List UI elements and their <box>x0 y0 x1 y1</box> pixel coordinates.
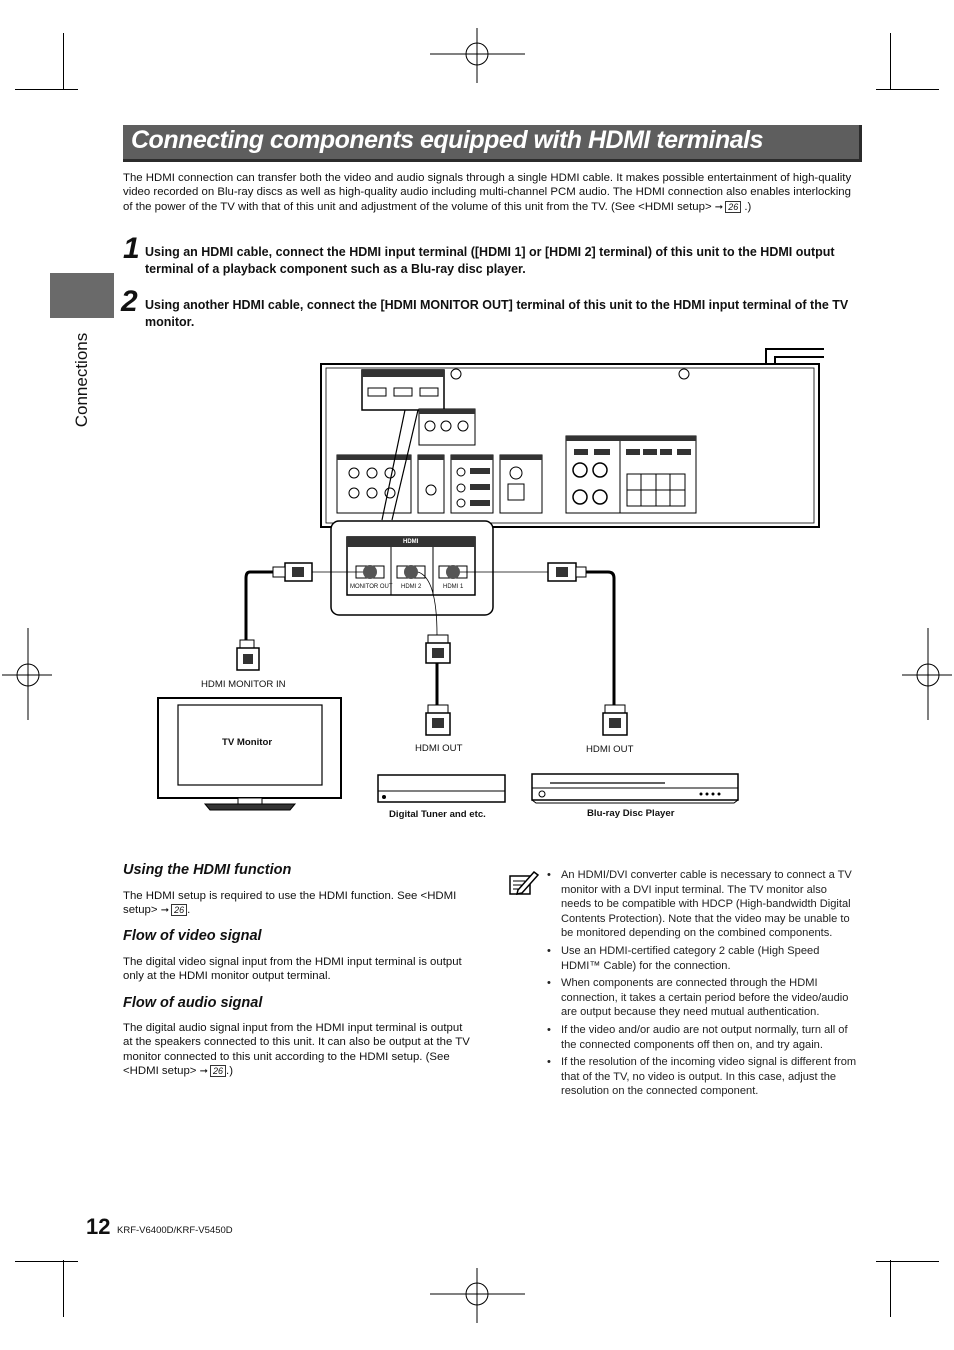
notes-list: An HDMI/DVI converter cable is necessary… <box>545 868 859 1102</box>
note-item: Use an HDMI-certified category 2 cable (… <box>545 944 859 973</box>
note-item: If the video and/or audio are not output… <box>545 1023 859 1052</box>
note-pencil-icon <box>509 870 540 895</box>
registration-mark <box>902 628 952 720</box>
model-number: KRF-V6400D/KRF-V5450D <box>117 1225 233 1236</box>
side-tab-label: Connections <box>72 332 91 428</box>
hdmi-out-label: HDMI OUT <box>586 744 634 755</box>
port-label: HDMI 1 <box>443 584 464 590</box>
hdmi-out-label: HDMI OUT <box>415 743 463 754</box>
step-text: Using another HDMI cable, connect the [H… <box>145 298 849 329</box>
section-heading: Flow of video signal <box>123 928 262 944</box>
arrow-icon: ➞ <box>199 1066 209 1078</box>
registration-mark <box>430 1268 525 1323</box>
step-number: 2 <box>121 285 138 318</box>
bluray-label: Blu-ray Disc Player <box>587 808 675 819</box>
port-label: MONITOR OUT <box>350 584 393 590</box>
registration-mark <box>2 628 52 720</box>
crop-mark <box>63 33 64 90</box>
connection-diagram <box>157 348 824 811</box>
page-ref[interactable]: 26 <box>210 1065 227 1078</box>
intro-paragraph: The HDMI connection can transfer both th… <box>123 172 852 213</box>
page-number: 12 <box>86 1214 111 1239</box>
section-title-bar: Connecting components equipped with HDMI… <box>123 125 862 162</box>
side-tab <box>50 273 114 318</box>
hdmi-panel-title: HDMI <box>403 539 419 545</box>
crop-mark <box>890 1260 891 1317</box>
section-heading: Flow of audio signal <box>123 995 263 1011</box>
hdmi-monitor-in-label: HDMI MONITOR IN <box>201 679 286 690</box>
section-title: Connecting components equipped with HDMI… <box>131 126 763 154</box>
crop-mark <box>890 33 891 90</box>
step-text: Using an HDMI cable, connect the HDMI in… <box>145 245 835 276</box>
note-item: If the resolution of the incoming video … <box>545 1055 859 1099</box>
note-item: An HDMI/DVI converter cable is necessary… <box>545 868 859 941</box>
page-ref[interactable]: 26 <box>171 904 188 917</box>
crop-mark <box>876 1261 939 1262</box>
crop-mark <box>15 1261 78 1262</box>
arrow-icon: ➞ <box>714 201 724 213</box>
crop-mark <box>876 89 939 90</box>
step-number: 1 <box>123 232 140 265</box>
crop-mark <box>63 1260 64 1317</box>
section-paragraph: The HDMI setup is required to use the HD… <box>123 890 457 917</box>
note-item: When components are connected through th… <box>545 976 859 1020</box>
tuner-label: Digital Tuner and etc. <box>389 809 486 820</box>
section-paragraph: The digital audio signal input from the … <box>123 1022 470 1078</box>
section-paragraph: The digital video signal input from the … <box>123 956 462 983</box>
section-heading: Using the HDMI function <box>123 862 292 878</box>
page-ref[interactable]: 26 <box>725 200 742 213</box>
arrow-icon: ➞ <box>160 905 170 917</box>
registration-mark <box>430 28 525 83</box>
crop-mark <box>15 89 78 90</box>
port-label: HDMI 2 <box>401 584 422 590</box>
tv-monitor-label: TV Monitor <box>222 737 273 748</box>
